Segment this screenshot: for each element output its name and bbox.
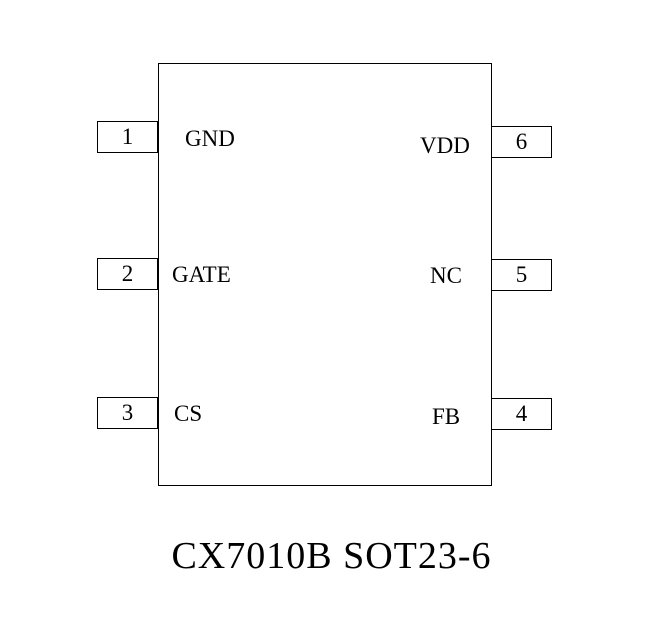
pin-2-number: 2	[121, 261, 134, 286]
pin-3-label: CS	[174, 401, 203, 426]
pin-2-box: 2	[97, 258, 158, 290]
pin-5-label: NC	[430, 263, 462, 288]
pin-1-box: 1	[97, 121, 158, 153]
pin-3-box: 3	[97, 397, 158, 429]
pin-4-box: 4	[491, 398, 552, 430]
pin-4-label: FB	[432, 404, 461, 429]
part-caption: CX7010B SOT23-6	[171, 535, 492, 577]
pin-3-number: 3	[121, 400, 134, 425]
pin-6-number: 6	[515, 129, 528, 154]
pin-5-box: 5	[491, 259, 552, 291]
pin-6-label: VDD	[420, 133, 470, 158]
pin-6-box: 6	[491, 126, 552, 158]
pin-4-number: 4	[515, 401, 528, 426]
pin-1-number: 1	[121, 124, 134, 149]
pin-1-label: GND	[185, 126, 235, 151]
pin-2-label: GATE	[172, 262, 231, 287]
pin-5-number: 5	[515, 262, 528, 287]
